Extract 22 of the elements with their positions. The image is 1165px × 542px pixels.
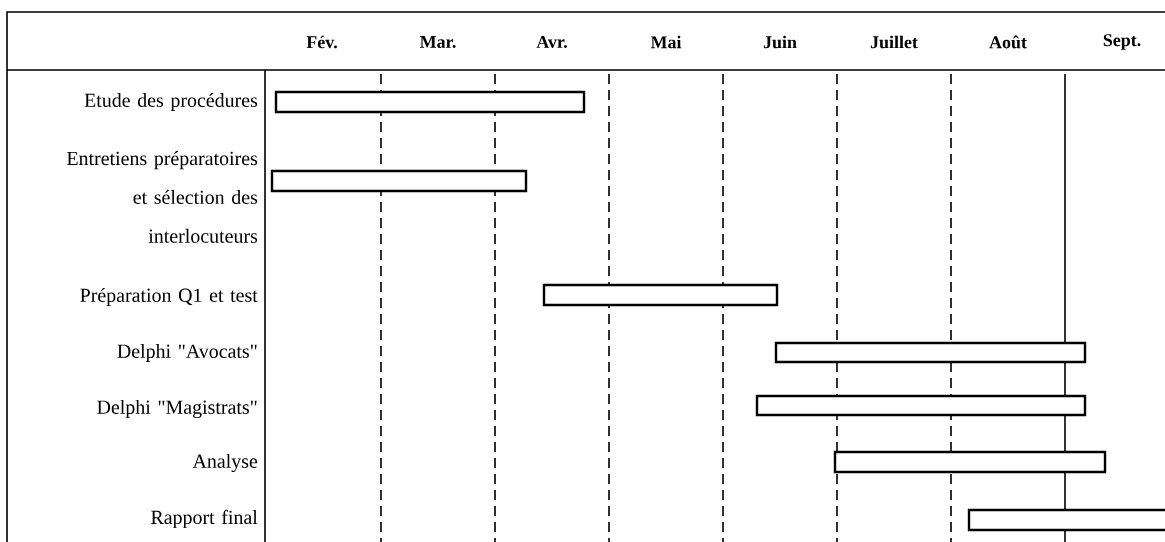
task-label: Delphi "Avocats" [117, 343, 257, 362]
task-label: Etude des procédures [84, 92, 258, 112]
task-bar [542, 283, 779, 307]
month-header: Juin [763, 35, 797, 49]
task-bar [274, 90, 586, 114]
task-label: Préparation Q1 et test [80, 287, 258, 307]
month-header: Mar. [420, 36, 456, 48]
month-header: Juillet [870, 35, 918, 49]
task-bar [833, 450, 1107, 474]
task-bar [967, 508, 1165, 532]
task-label: Analyse [192, 453, 258, 473]
task-label: Entretiens préparatoires et sélection des interlocuteurs [66, 151, 258, 243]
month-header: Sept. [1103, 34, 1141, 50]
month-header: Mai [650, 35, 682, 49]
task-label: Delphi "Magistrats" [97, 399, 257, 419]
month-header: Avr. [536, 35, 567, 49]
month-header: Fév. [306, 35, 337, 49]
month-header: Août [989, 35, 1027, 49]
task-bar [270, 169, 528, 193]
task-bar [774, 341, 1087, 364]
task-bar [755, 394, 1087, 417]
task-label: Rapport final [151, 509, 258, 529]
